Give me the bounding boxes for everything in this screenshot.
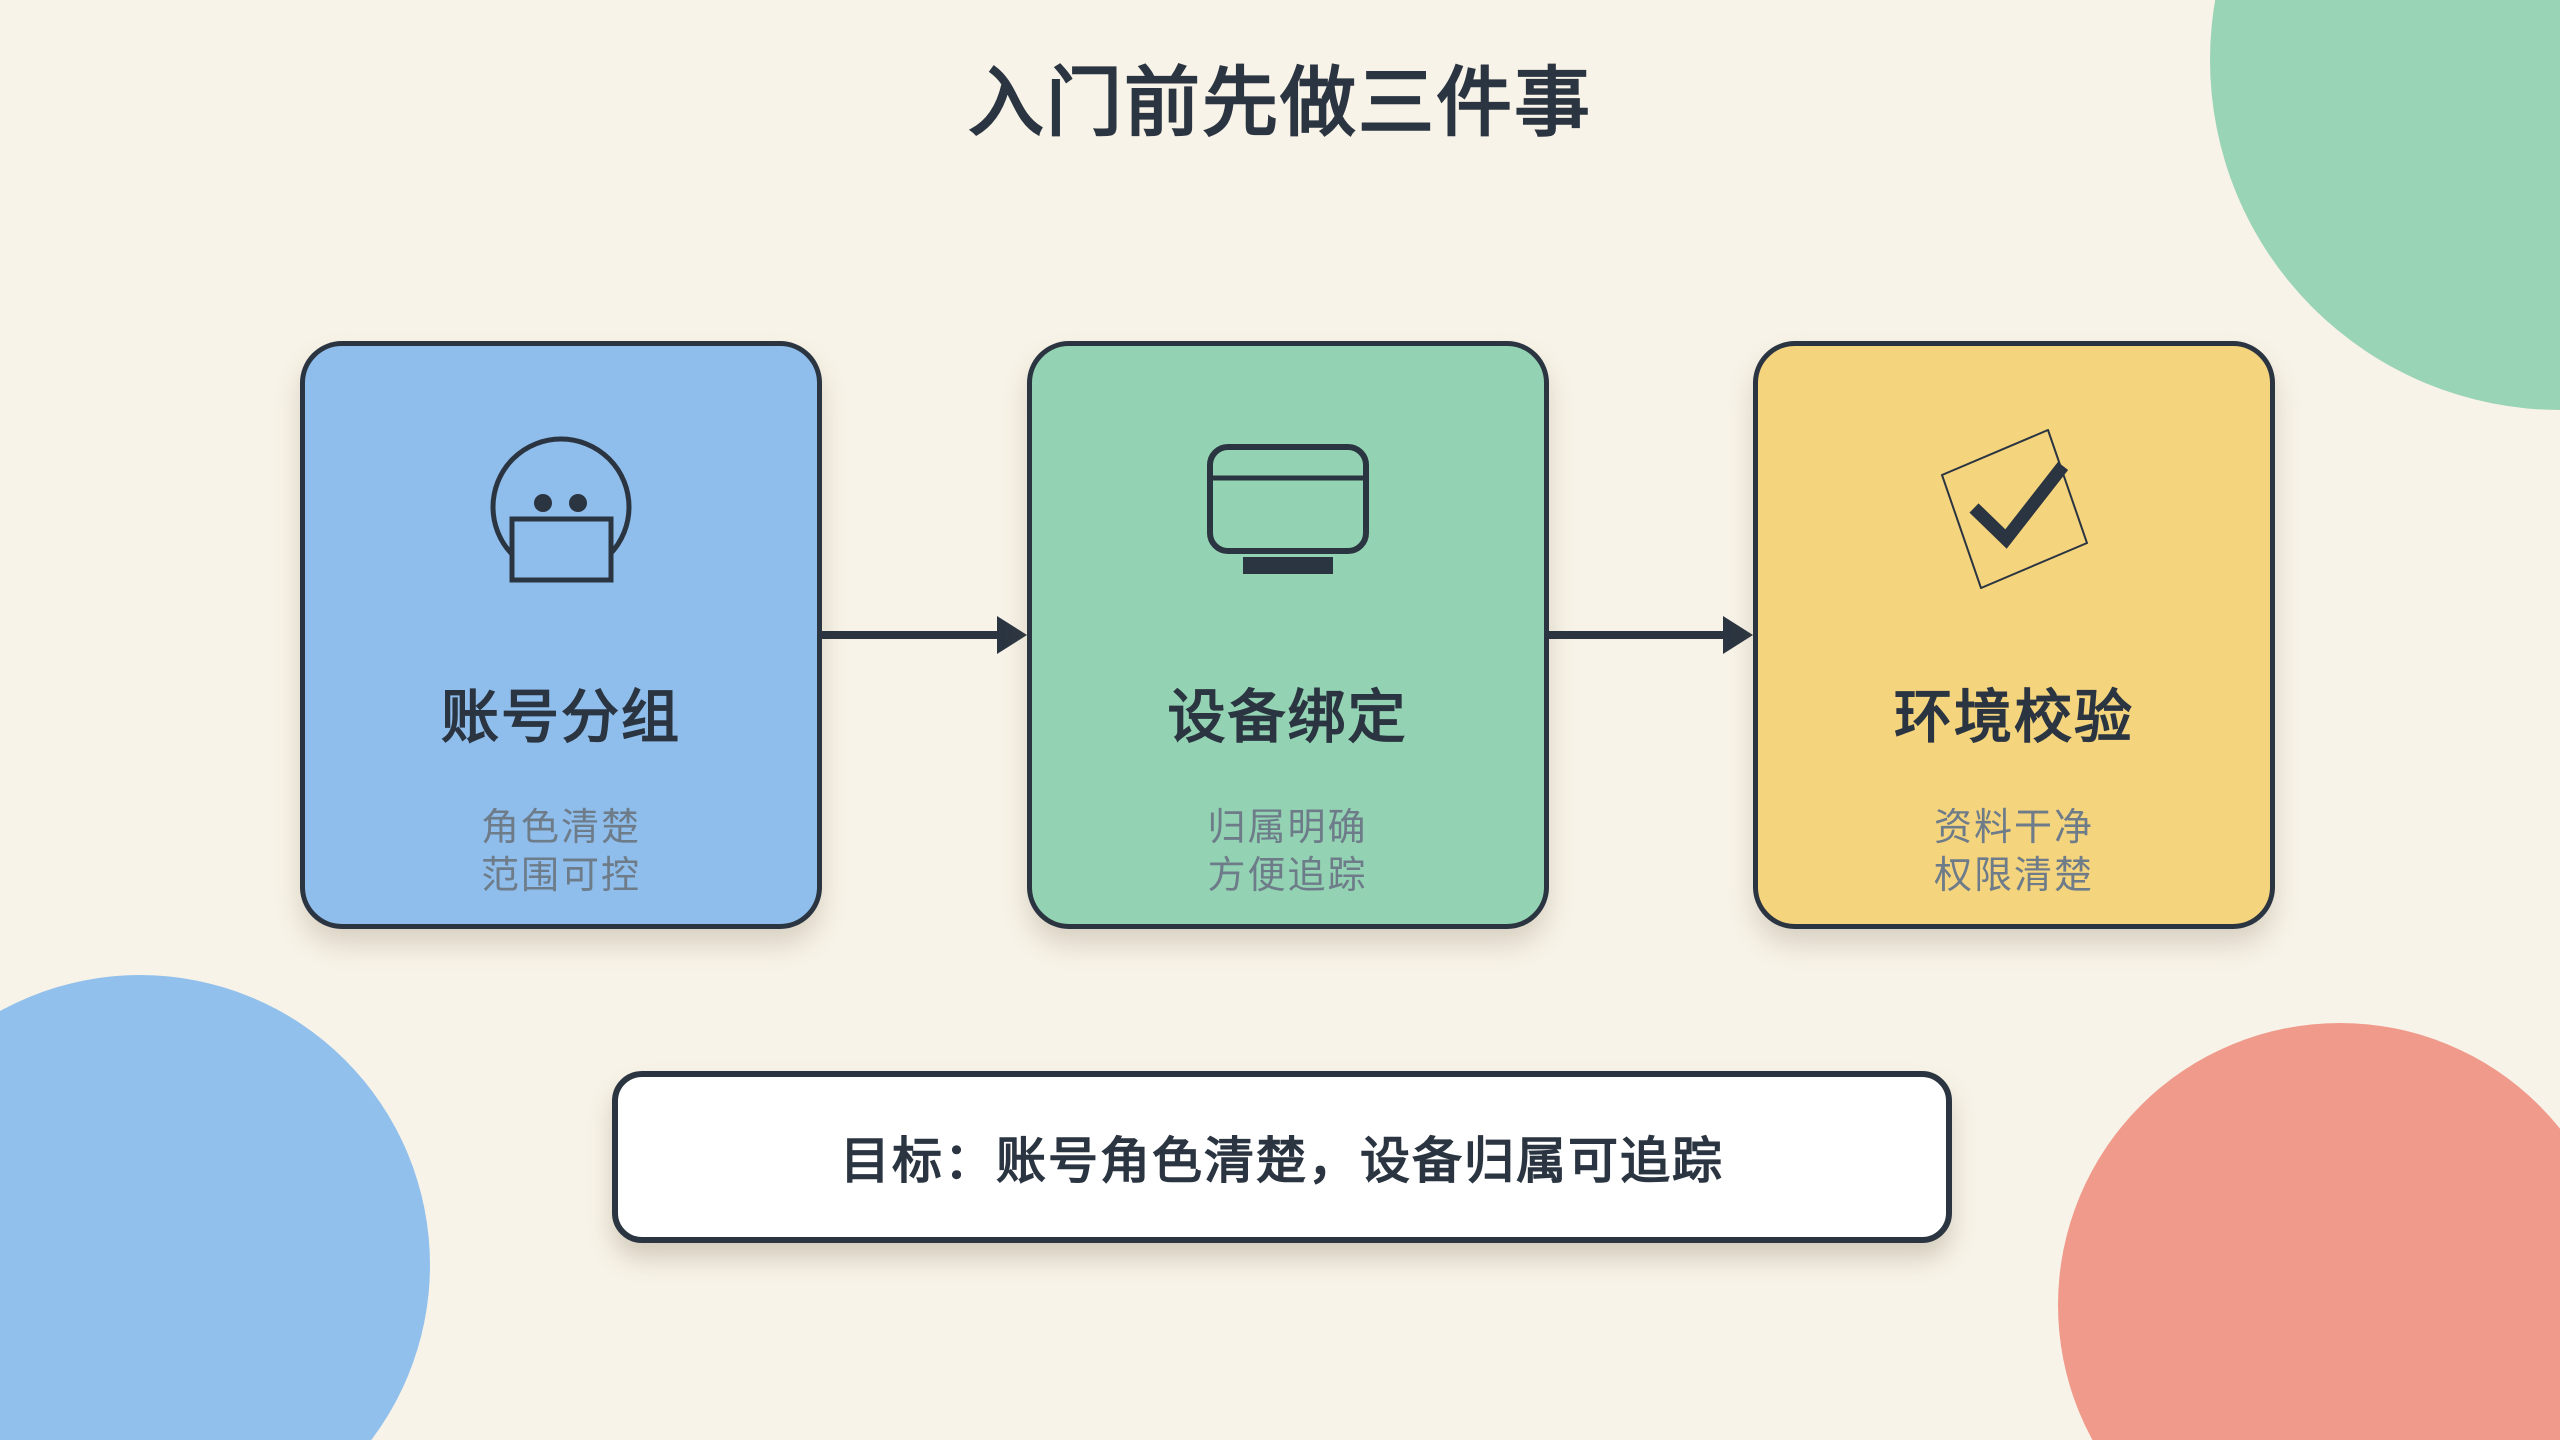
card-subtitle: 资料干净 权限清楚: [1934, 804, 2094, 900]
card-subtitle: 角色清楚 范围可控: [481, 804, 641, 900]
decorative-circle-blue: [0, 975, 430, 1440]
steps-row: 账号分组 角色清楚 范围可控 设备绑定 归属明确 方便追踪: [300, 341, 2275, 929]
monitor-icon: [1206, 424, 1369, 594]
card-device-binding: 设备绑定 归属明确 方便追踪: [1026, 341, 1549, 929]
card-subtitle-line: 归属明确: [1207, 807, 1368, 849]
card-subtitle-line: 方便追踪: [1207, 855, 1368, 897]
card-subtitle-line: 资料干净: [1933, 807, 2094, 849]
card-title: 环境校验: [1893, 685, 2134, 750]
card-subtitle-line: 角色清楚: [480, 807, 641, 849]
card-subtitle: 归属明确 方便追踪: [1207, 804, 1367, 900]
goal-text: 目标：账号角色清楚，设备归属可追踪: [840, 1133, 1724, 1189]
page-title: 入门前先做三件事: [968, 61, 1592, 146]
card-subtitle-line: 权限清楚: [1933, 855, 2094, 897]
card-environment-check: 环境校验 资料干净 权限清楚: [1753, 341, 2275, 929]
card-title: 设备绑定: [1167, 685, 1408, 750]
arrow-line: [1548, 631, 1723, 639]
goal-banner: 目标：账号角色清楚，设备归属可追踪: [612, 1071, 1952, 1243]
arrow-head-icon: [1723, 616, 1753, 654]
checkmark-icon: [1940, 424, 2088, 594]
card-account-grouping: 账号分组 角色清楚 范围可控: [300, 341, 822, 929]
user-icon: [486, 424, 636, 594]
card-subtitle-line: 范围可控: [480, 855, 641, 897]
arrow-right-1: [822, 341, 1027, 929]
arrow-right-2: [1548, 341, 1753, 929]
decorative-circle-red: [2058, 1023, 2560, 1440]
arrow-line: [822, 631, 997, 639]
arrow-head-icon: [996, 616, 1027, 654]
card-title: 账号分组: [440, 685, 681, 750]
